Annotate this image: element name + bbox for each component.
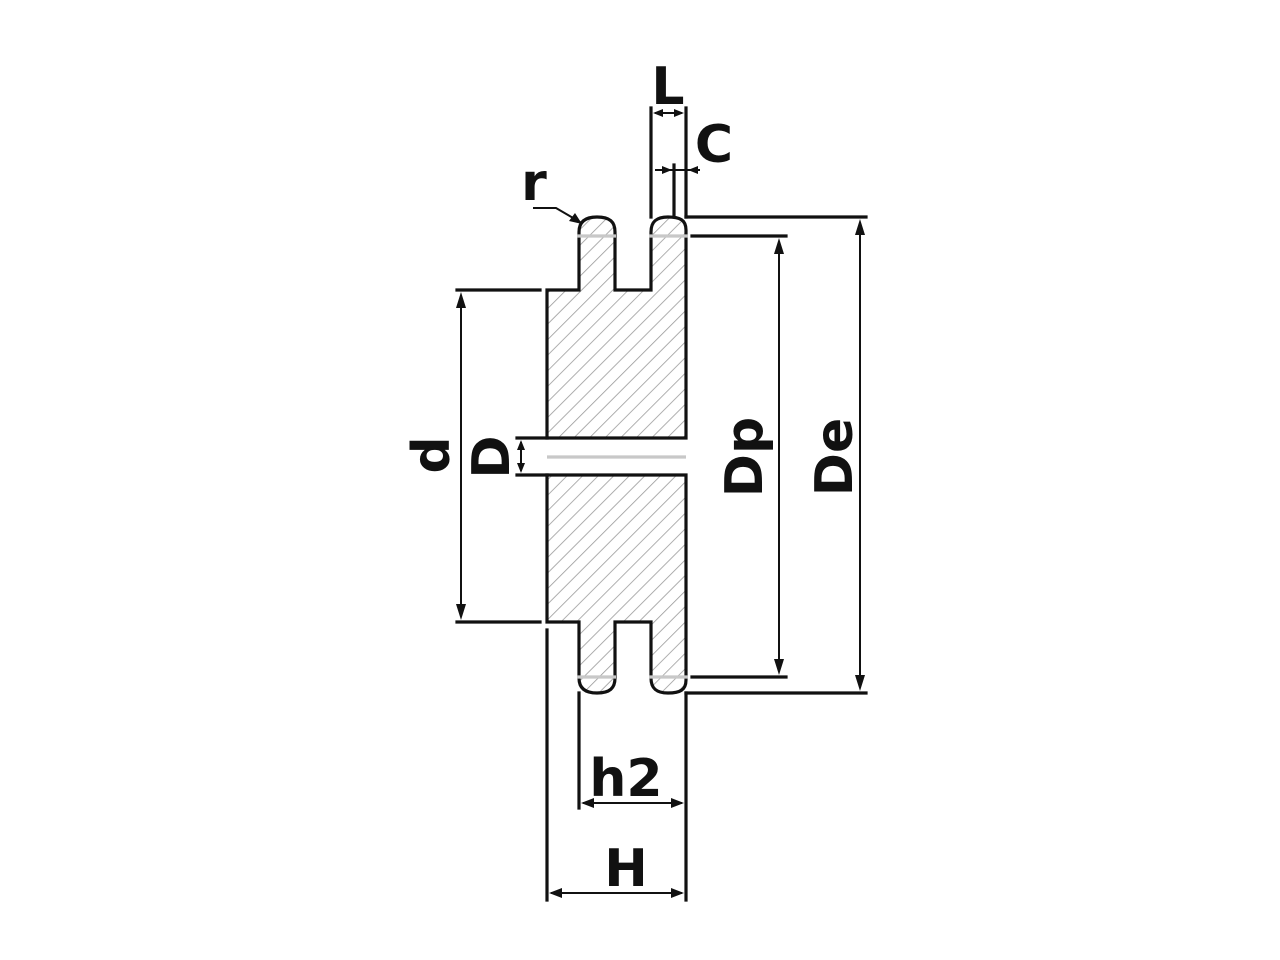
dimension-Dp: Dp xyxy=(690,234,788,679)
sprocket-section xyxy=(545,215,688,695)
label-D: D xyxy=(462,435,522,478)
dimension-r: r xyxy=(521,153,582,224)
dimension-C: C xyxy=(655,115,733,219)
label-Dp: Dp xyxy=(715,417,775,497)
label-C: C xyxy=(695,115,733,175)
label-De: De xyxy=(805,418,865,496)
dimension-L: L xyxy=(649,57,688,219)
label-h2: h2 xyxy=(589,749,662,809)
dimension-H: H xyxy=(545,628,688,902)
label-r: r xyxy=(521,153,547,213)
label-H: H xyxy=(604,839,648,899)
dimension-De: De xyxy=(684,215,868,695)
dimension-d: d xyxy=(402,288,542,624)
dimension-h2: h2 xyxy=(577,691,684,810)
dimension-D: D xyxy=(462,435,549,479)
upper-section xyxy=(545,215,688,440)
label-d: d xyxy=(402,436,462,473)
label-L: L xyxy=(651,57,684,117)
lower-section xyxy=(545,473,688,695)
